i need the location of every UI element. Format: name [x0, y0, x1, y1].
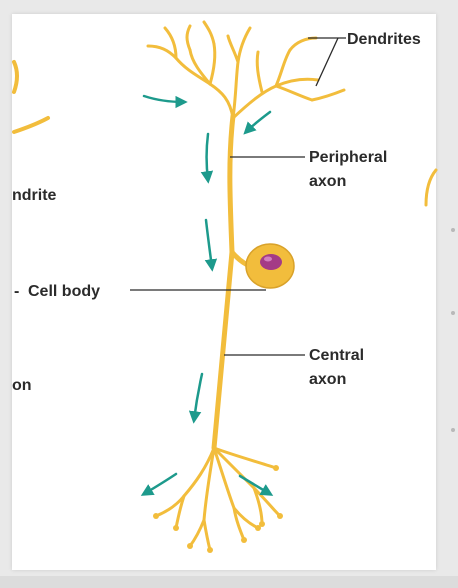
label-central: Central — [309, 347, 364, 364]
nucleus — [260, 254, 282, 270]
leader-lines — [130, 37, 346, 356]
right-neighbor-fragment — [424, 168, 438, 207]
arrow-dendrite-left — [142, 94, 188, 109]
signal-direction-arrows — [140, 94, 274, 496]
arrow-dendrite-right — [243, 110, 272, 135]
central-axon — [211, 249, 235, 451]
label-peripheral-axon: axon — [309, 173, 346, 190]
leader-dendrites-down — [315, 37, 339, 87]
label-left-dendrite-fragment: ndrite — [12, 187, 57, 204]
carousel-dot-1[interactable] — [451, 228, 455, 232]
label-central-axon: axon — [309, 371, 346, 388]
neuron — [146, 20, 346, 553]
label-dendrites: Dendrites — [347, 31, 421, 48]
arrow-central — [188, 372, 204, 424]
label-left-axon-fragment: on — [12, 377, 32, 394]
bottom-scroll-bar[interactable] — [0, 576, 458, 588]
dendrite-tree — [146, 20, 346, 120]
terminal-knobs — [153, 465, 283, 553]
carousel-dot-3[interactable] — [451, 428, 455, 432]
arrow-terminal-right — [238, 474, 274, 496]
axon-terminals — [154, 446, 282, 552]
left-neighbor-fragments — [12, 60, 50, 134]
peripheral-axon — [227, 113, 236, 255]
arrow-peripheral-upper — [200, 132, 214, 184]
carousel-dot-2[interactable] — [451, 311, 455, 315]
label-cell-body: Cell body — [28, 283, 100, 300]
cell-body — [245, 243, 295, 289]
label-cell-body-dash: - — [14, 283, 19, 300]
label-peripheral: Peripheral — [309, 149, 387, 166]
arrow-peripheral-lower — [204, 218, 218, 272]
arrow-terminal-left — [140, 472, 178, 496]
